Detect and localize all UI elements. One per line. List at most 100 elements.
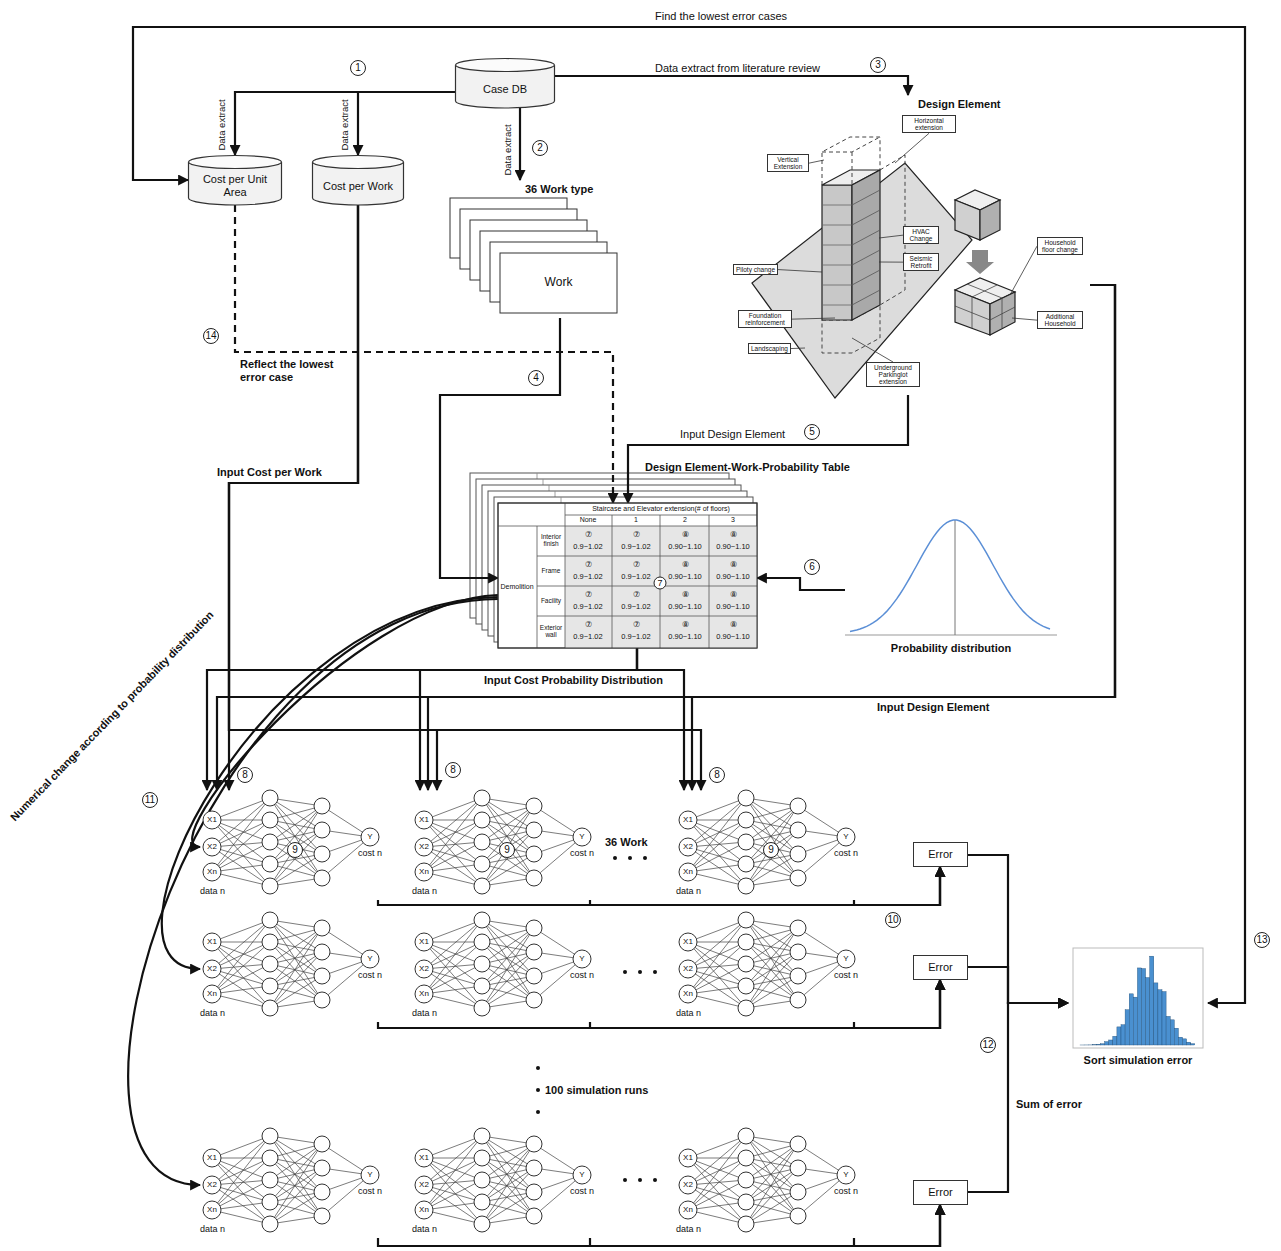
mean-line [955, 520, 956, 635]
leader-line [1012, 318, 1037, 320]
neuron [203, 960, 221, 978]
table-cell-text: ⑧ [730, 560, 737, 569]
histogram-bar [1166, 1016, 1170, 1045]
cyl-node: Cost per Work [312, 155, 404, 205]
histogram-bar [1142, 969, 1146, 1045]
neuron-label: X1 [207, 1153, 217, 1162]
net-link [688, 969, 746, 1008]
annotation-text: Numerical change according to probabilit… [8, 609, 216, 824]
work-node: 36 Work typeWork [447, 180, 622, 318]
neuron [314, 798, 330, 814]
neural-net [676, 1128, 861, 1238]
neuron-label: X1 [207, 815, 217, 824]
building-art [972, 285, 997, 297]
histogram-bar [1158, 990, 1162, 1045]
neuron [203, 863, 221, 881]
neuron [526, 992, 542, 1008]
net-link [688, 820, 746, 847]
neuron [679, 960, 697, 978]
callout-number: 7 [654, 577, 667, 590]
neuron [314, 992, 330, 1008]
connector [968, 855, 1068, 1003]
histogram-bar [1170, 1020, 1174, 1045]
neuron [262, 834, 278, 850]
annotation-text: Data extract [340, 99, 351, 150]
table-cell-text: 1 [634, 516, 638, 524]
table-line [565, 515, 757, 516]
neuron-label: X2 [419, 842, 429, 851]
table-cell-text: ⑧ [682, 590, 689, 599]
output-label: cost n [570, 1186, 594, 1196]
ellipsis-dot [653, 970, 657, 974]
neuron [738, 1194, 754, 1210]
neuron [526, 1136, 542, 1152]
net-link [688, 920, 746, 994]
neuron [738, 834, 754, 850]
neuron-label: Xn [683, 867, 693, 876]
floor-line [822, 225, 852, 226]
callout-text: Piloty change [736, 266, 775, 273]
ellipsis-dot [638, 970, 642, 974]
net-link [424, 969, 482, 1008]
neural-net [676, 912, 861, 1022]
table-cell-text: ⑦ [585, 590, 592, 599]
data-label: data n [200, 1008, 225, 1018]
table-cell-text: Facility [538, 598, 564, 605]
call-node: Horizontal extension [902, 115, 956, 133]
annotation-text: Find the lowest error cases [655, 10, 787, 23]
neuron [203, 838, 221, 856]
building-art [852, 170, 880, 320]
neuron-label: X1 [419, 1153, 429, 1162]
callout-number: 8 [709, 767, 725, 783]
connector [217, 285, 1115, 790]
table-line [709, 515, 710, 648]
neuron [415, 1149, 433, 1167]
building-art [822, 137, 880, 152]
net-link [482, 928, 534, 964]
net-link [688, 1158, 746, 1185]
ellipsis-dot [536, 1088, 540, 1092]
call-node: Additional Household [1037, 311, 1083, 329]
nn-node: X1X2XnYcost ndata n [676, 912, 861, 1022]
table-cell-text: ⑦ [585, 620, 592, 629]
histogram-bar [1150, 956, 1154, 1045]
neuron-label: Y [579, 954, 584, 963]
nn-node: X1X2XnYcost ndata n [200, 912, 385, 1022]
neural-net [200, 912, 385, 1022]
neuron [790, 920, 806, 936]
callout-text: Seismic Retrofit [906, 255, 936, 269]
net-link [424, 820, 482, 886]
cylinder-label: Cost per Unit Area [188, 173, 282, 198]
annotation-text: 100 simulation runs [545, 1084, 648, 1097]
annotation-text: Data extract [503, 124, 514, 175]
callout-text: HVAC Change [906, 228, 936, 242]
net-link [424, 798, 482, 872]
table-cell-text: 0.90~1.10 [716, 573, 750, 582]
err-node: Error [913, 842, 968, 867]
data-label: data n [200, 886, 225, 896]
neuron-label: X2 [207, 964, 217, 973]
table-cell-text: Staircase and Elevator extension(# of fl… [592, 505, 730, 513]
neuron [314, 1208, 330, 1224]
table-cell-text: ⑦ [633, 530, 640, 539]
callout-text: Landscaping [751, 345, 788, 352]
neuron-label: Xn [683, 1205, 693, 1214]
table-cells [565, 526, 757, 648]
err-node: Error [913, 955, 968, 980]
neuron [526, 968, 542, 984]
neuron [790, 992, 806, 1008]
figure-caption: Sort simulation error [1068, 1054, 1208, 1067]
net-link [746, 842, 798, 878]
histogram-bar [1137, 968, 1141, 1045]
table-cell-text: 0.9~1.02 [573, 573, 602, 582]
neuron [738, 1150, 754, 1166]
callout-number: 3 [870, 57, 886, 73]
table-cell-text: 0.90~1.10 [668, 573, 702, 582]
building-art [990, 307, 1015, 320]
annotation-text: Data extract [217, 99, 228, 150]
connector [519, 108, 521, 180]
floor-line [852, 190, 880, 205]
leader-line [778, 270, 822, 272]
building-art [955, 306, 990, 320]
connector [757, 578, 845, 590]
